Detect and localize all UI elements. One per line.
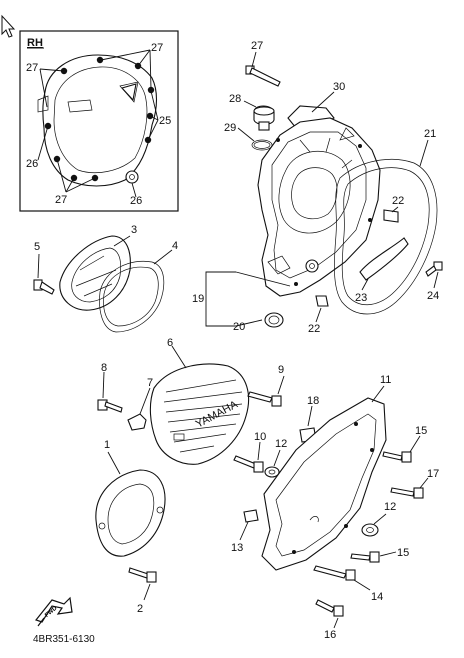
callout-4: 4 [172, 240, 178, 252]
dowel-pin-22-lower [315, 295, 329, 307]
callout-27-top: 27 [251, 40, 263, 52]
bolt-15-upper [382, 435, 421, 463]
gasket-21 [334, 158, 438, 315]
dowel-13 [243, 509, 259, 523]
clutch-cover-1 [95, 469, 166, 557]
callout-20: 20 [233, 321, 245, 333]
bolt-15-lower [350, 551, 397, 563]
callout-30: 30 [333, 81, 345, 93]
callout-28: 28 [229, 93, 241, 105]
bolt-17 [390, 477, 429, 499]
o-ring-29 [251, 139, 273, 151]
callout-7: 7 [147, 377, 153, 389]
bolt-2 [128, 567, 157, 601]
callout-27-inset-top: 27 [151, 42, 163, 54]
crankcase-cover-assembly: 27 28 29 30 [192, 40, 443, 335]
collar-12-left [264, 449, 281, 478]
bolt-10 [233, 441, 264, 473]
plug-20 [264, 312, 284, 328]
oil-pump-cover-group: 18 11 10 12 13 [231, 374, 439, 641]
mouse-pointer-icon [1, 14, 16, 38]
crank-cover-6 [149, 363, 250, 465]
callout-8: 8 [101, 362, 107, 374]
callout-22-upper: 22 [392, 195, 404, 207]
callout-13: 13 [231, 542, 243, 554]
callout-19: 19 [192, 293, 204, 305]
bolt-5 [33, 253, 55, 295]
callout-5: 5 [34, 241, 40, 253]
callout-15-upper: 15 [415, 425, 427, 437]
callout-26-inset-right: 26 [130, 195, 142, 207]
callout-18: 18 [307, 395, 319, 407]
gasket-4 [99, 260, 165, 333]
fwd-arrow-icon: FWD [34, 596, 73, 627]
callout-27-inset-left: 27 [26, 62, 38, 74]
cover-11 [261, 397, 387, 571]
bolt-8 [97, 371, 123, 413]
callout-22-lower: 22 [308, 323, 320, 335]
stay-7 [127, 413, 147, 431]
callout-29: 29 [224, 122, 236, 134]
callout-24: 24 [427, 290, 439, 302]
callout-3: 3 [131, 224, 137, 236]
bolt-27 [245, 51, 281, 87]
callout-21: 21 [424, 128, 436, 140]
callout-23: 23 [355, 292, 367, 304]
inset-label: RH [27, 37, 43, 49]
collar-12-right [361, 513, 387, 537]
bolt-16 [315, 599, 344, 629]
oil-filler-cap-28 [243, 100, 275, 131]
callout-12-right: 12 [384, 501, 396, 513]
rh-inset-box: RH 27 27 25 [19, 30, 179, 212]
plate-23 [359, 237, 409, 281]
callout-10: 10 [254, 431, 266, 443]
cover-plate-3 [59, 235, 131, 311]
bolt-24 [425, 261, 443, 289]
callout-16: 16 [324, 629, 336, 641]
callout-12-left: 12 [275, 438, 287, 450]
callout-6: 6 [167, 337, 173, 349]
callout-17: 17 [427, 468, 439, 480]
clutch-cover-group: 8 7 YAMAHA 6 9 1 2 [95, 337, 285, 615]
dowel-pin-22-upper [383, 209, 399, 223]
callout-26-inset-left: 26 [26, 158, 38, 170]
callout-25: 25 [159, 115, 171, 127]
callout-14: 14 [371, 591, 383, 603]
callout-27-inset-bottom: 27 [55, 194, 67, 206]
generator-cover-group: 5 3 4 [33, 224, 178, 333]
callout-9: 9 [278, 364, 284, 376]
diagram-code: 4BR351-6130 [33, 634, 95, 645]
callout-11: 11 [380, 374, 391, 386]
bolt-14 [313, 565, 371, 591]
callout-1: 1 [104, 439, 110, 451]
callout-15-lower: 15 [397, 547, 409, 559]
bolt-9 [247, 375, 285, 407]
callout-2: 2 [137, 603, 143, 615]
